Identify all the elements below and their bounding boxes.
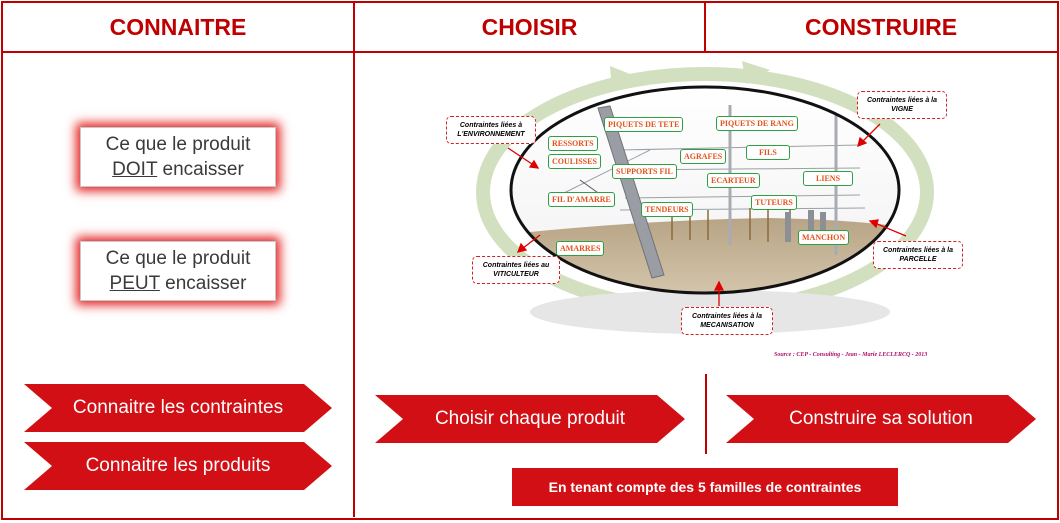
card-doit-line2: DOIT encaisser (81, 157, 275, 182)
label-tendeurs: TENDEURS (641, 202, 693, 217)
note-five-families: En tenant compte des 5 familles de contr… (512, 468, 898, 506)
label-fils: FILS (746, 145, 790, 160)
card-doit-encaisser: Ce que le produit DOIT encaisser (80, 127, 276, 187)
constraint-viticulteur: Contraintes liées au VITICULTEUR (472, 256, 560, 284)
card-peut-rest: encaisser (159, 273, 247, 294)
source-credit: Source : CEP - Consulting - Jean - Marie… (774, 352, 928, 358)
scene-outline (509, 85, 901, 295)
card-peut-line2: PEUT encaisser (81, 271, 275, 296)
card-doit-rest: encaisser (157, 159, 244, 180)
column-divider-3 (705, 374, 707, 454)
arrow-choisir-produit: Choisir chaque produit (375, 395, 685, 443)
label-amarres: AMARRES (556, 241, 605, 256)
label-manchon: MANCHON (798, 230, 850, 245)
column-divider-2 (704, 3, 706, 52)
constraint-parcelle: Contraintes liées à la PARCELLE (873, 241, 963, 269)
constraint-mecanisation: Contraintes liées à la MECANISATION (681, 307, 773, 335)
label-coulisses: COULISSES (548, 154, 601, 169)
label-ecarteur: ECARTEUR (707, 173, 760, 188)
arrow-connaitre-contraintes: Connaitre les contraintes (24, 384, 332, 432)
cycle-arrowhead-left (610, 66, 640, 92)
label-piquets-de-tete: PIQUETS DE TETE (604, 117, 684, 132)
card-peut-line1: Ce que le produit (105, 248, 251, 269)
label-supports-fil: SUPPORTS FIL (612, 164, 677, 179)
constraint-environnement: Contraintes liées à L'ENVIRONNEMENT (446, 116, 536, 144)
label-ressorts: RESSORTS (548, 136, 598, 151)
header-divider (3, 51, 1057, 53)
card-peut-encaisser: Ce que le produit PEUT encaisser (80, 241, 276, 301)
arrow-construire-solution: Construire sa solution (726, 395, 1036, 443)
column-divider-1 (353, 3, 355, 517)
header-construire: CONSTRUIRE (804, 13, 958, 40)
card-doit-keyword: DOIT (112, 159, 158, 180)
label-tuteurs: TUTEURS (751, 195, 797, 210)
label-fil-d-amarre: FIL D'AMARRE (548, 192, 615, 207)
header-choisir: CHOISIR (481, 13, 578, 40)
label-piquets-de-rang: PIQUETS DE RANG (716, 116, 798, 131)
arrow-connaitre-produits: Connaitre les produits (24, 442, 332, 490)
card-peut-keyword: PEUT (109, 273, 160, 294)
label-agrafes: AGRAFES (680, 149, 727, 164)
label-liens: LIENS (803, 171, 854, 186)
header-connaitre: CONNAITRE (109, 13, 247, 40)
card-doit-line1: Ce que le produit (105, 134, 251, 155)
constraint-vigne: Contraintes liées à la VIGNE (857, 91, 947, 119)
cycle-arrowhead-right (742, 61, 770, 84)
